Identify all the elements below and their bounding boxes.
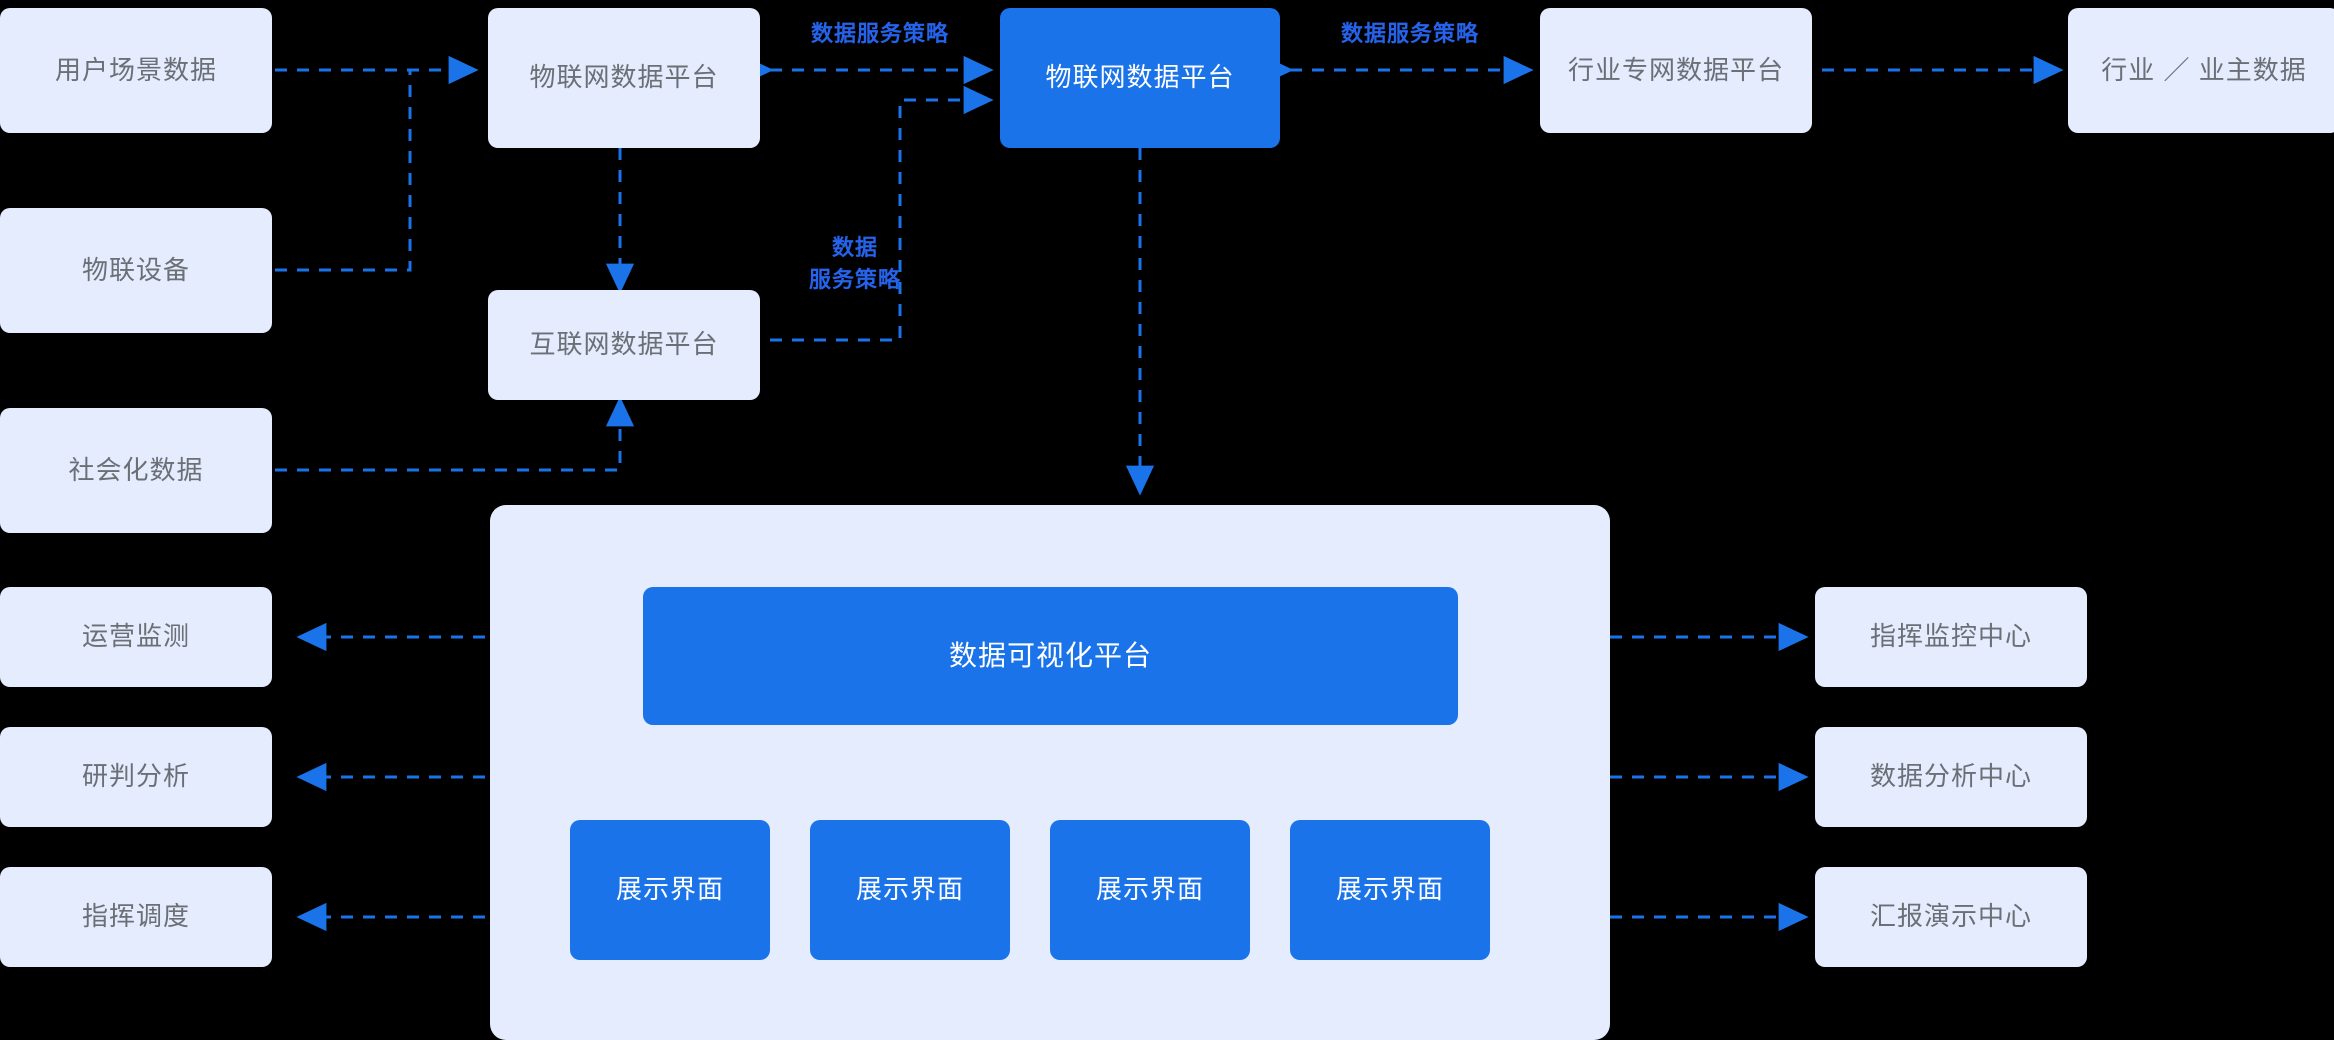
node-right-output-2[interactable]: 数据分析中心 (1815, 727, 2087, 827)
node-label: 数据可视化平台 (948, 640, 1152, 672)
node-user-scene-data[interactable]: 用户场景数据 (0, 8, 272, 133)
edge-label-policy-right: 数据服务策略 (1340, 21, 1479, 46)
node-internet-platform[interactable]: 互联网数据平台 (488, 290, 760, 400)
node-label: 物联设备 (81, 254, 190, 285)
node-right-output-3[interactable]: 汇报演示中心 (1815, 867, 2087, 967)
node-label: 指挥监控中心 (1869, 621, 2032, 652)
edge-label-policy-left: 数据服务策略 (810, 21, 949, 46)
node-label: 互联网数据平台 (529, 329, 719, 360)
node-label: 展示界面 (1095, 874, 1204, 905)
node-left-output-3[interactable]: 指挥调度 (0, 867, 272, 967)
node-iot-platform-b[interactable]: 物联网数据平台 (1000, 8, 1280, 148)
node-label: 指挥调度 (81, 901, 190, 932)
node-display-screen-3[interactable]: 展示界面 (1050, 820, 1250, 960)
node-industry-owner-data[interactable]: 行业 ／ 业主数据 (2068, 8, 2334, 133)
node-label: 研判分析 (81, 761, 190, 792)
node-iot-devices[interactable]: 物联设备 (0, 208, 272, 333)
node-label: 展示界面 (855, 874, 964, 905)
node-label: 社会化数据 (68, 454, 204, 485)
node-label: 物联网数据平台 (1045, 62, 1235, 93)
node-industry-private-platform[interactable]: 行业专网数据平台 (1540, 8, 1812, 133)
node-left-output-2[interactable]: 研判分析 (0, 727, 272, 827)
node-display-screen-1[interactable]: 展示界面 (570, 820, 770, 960)
node-label: 展示界面 (615, 874, 724, 905)
node-right-output-1[interactable]: 指挥监控中心 (1815, 587, 2087, 687)
node-social-data[interactable]: 社会化数据 (0, 408, 272, 533)
node-label: 运营监测 (81, 621, 190, 652)
node-display-screen-2[interactable]: 展示界面 (810, 820, 1010, 960)
node-label: 数据分析中心 (1869, 761, 2032, 792)
node-label: 用户场景数据 (54, 54, 217, 85)
node-label: 物联网数据平台 (529, 62, 719, 93)
node-label: 汇报演示中心 (1869, 901, 2032, 932)
node-label: 行业专网数据平台 (1567, 54, 1784, 85)
node-label: 展示界面 (1335, 874, 1444, 905)
node-iot-platform-a[interactable]: 物联网数据平台 (488, 8, 760, 148)
node-left-output-1[interactable]: 运营监测 (0, 587, 272, 687)
node-display-screen-4[interactable]: 展示界面 (1290, 820, 1490, 960)
node-data-visualization-platform[interactable]: 数据可视化平台 (643, 587, 1458, 725)
edge-label-policy-vertical: 数据 服务策略 (808, 235, 901, 292)
node-label: 行业 ／ 业主数据 (2101, 54, 2307, 85)
